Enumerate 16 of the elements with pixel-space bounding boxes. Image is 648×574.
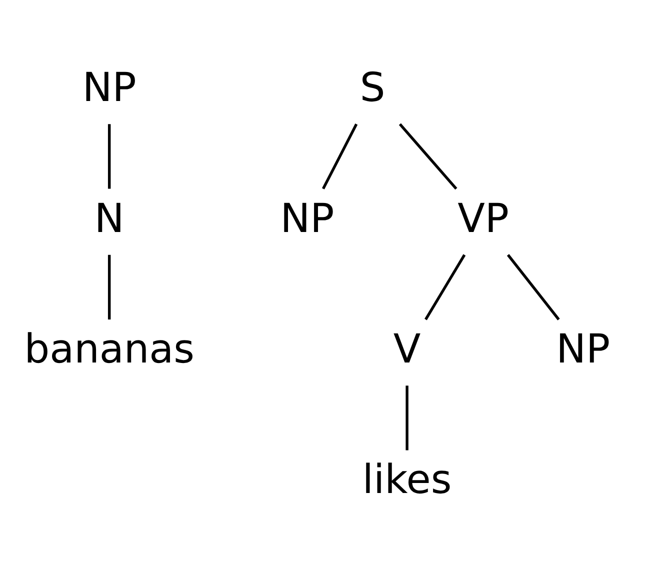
node-text: likes [362,457,452,504]
node-text: NP [82,65,136,112]
node-text: N [94,196,124,242]
connector [108,124,111,189]
connector [424,254,466,320]
connector [108,254,111,320]
connector [406,386,408,450]
connector [322,124,358,190]
node-text: VP [458,196,509,242]
connector [398,123,458,190]
node-text: bananas [24,326,194,373]
node-text: S [360,65,386,112]
node-text: V [393,326,421,373]
node-text: NP [556,326,610,373]
connector [506,254,560,320]
node-text: NP [280,196,334,242]
